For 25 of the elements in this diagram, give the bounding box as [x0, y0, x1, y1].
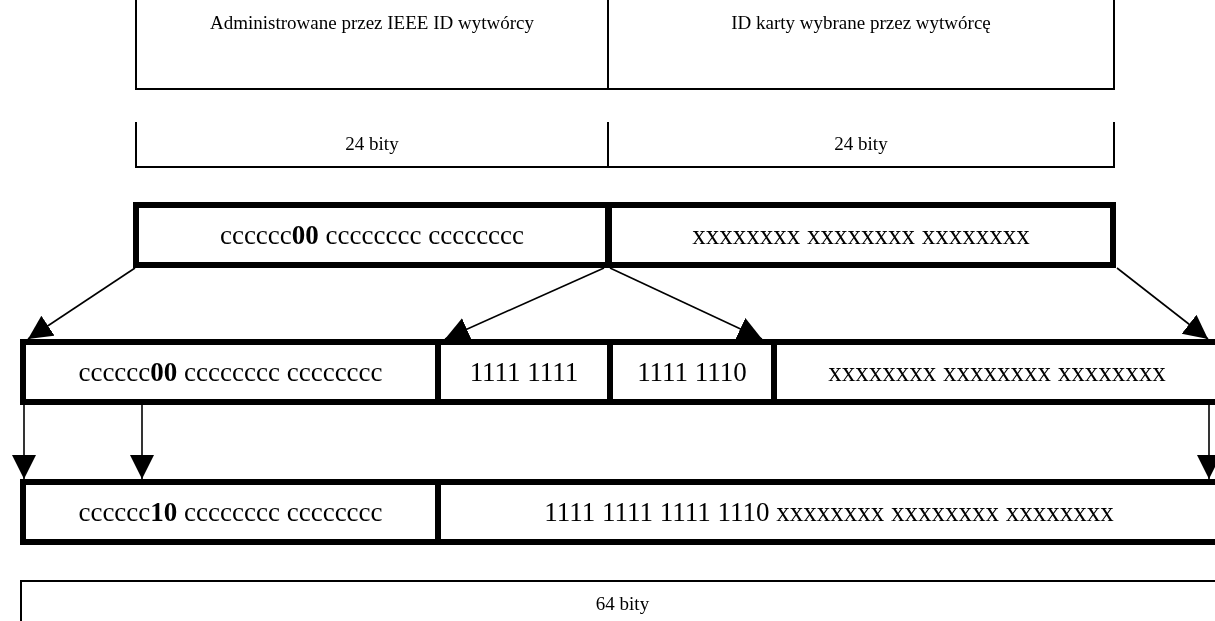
- field-label: xxxxxxxx xxxxxxxx xxxxxxxx: [691, 218, 1031, 252]
- field-label: 64 bity: [594, 592, 651, 616]
- width-bracket: [20, 580, 1215, 621]
- arrow: [444, 267, 605, 341]
- field-label: 1111 1111: [468, 355, 580, 389]
- width-bracket: [135, 122, 609, 168]
- field-label: 24 bity: [344, 131, 400, 156]
- field-label: cccccc00 cccccccc cccccccc: [77, 355, 384, 389]
- field-label: cccccc00 cccccccc cccccccc: [218, 218, 526, 252]
- field-label: ID karty wybrane przez wytwórcę: [730, 12, 992, 34]
- width-bracket: [607, 122, 1115, 168]
- field-label: 1111 1111 1111 1110 xxxxxxxx xxxxxxxx xxxxxxxx: [543, 495, 1115, 529]
- field-bracket: [607, 0, 1115, 90]
- field-bracket: [135, 0, 609, 90]
- arrow: [27, 267, 136, 340]
- field-label: cccccc10 cccccccc cccccccc: [77, 495, 384, 529]
- field-label: 24 bity: [833, 131, 889, 156]
- field-label: Administrowane przez IEEE ID wytwórcy: [209, 12, 535, 34]
- arrow: [1197, 404, 1215, 480]
- arrow: [130, 404, 154, 480]
- arrow: [609, 267, 763, 340]
- field-label: 1111 1110: [636, 355, 748, 389]
- field-label: xxxxxxxx xxxxxxxx xxxxxxxx: [827, 355, 1167, 389]
- arrow: [1116, 267, 1209, 340]
- arrow: [12, 404, 36, 480]
